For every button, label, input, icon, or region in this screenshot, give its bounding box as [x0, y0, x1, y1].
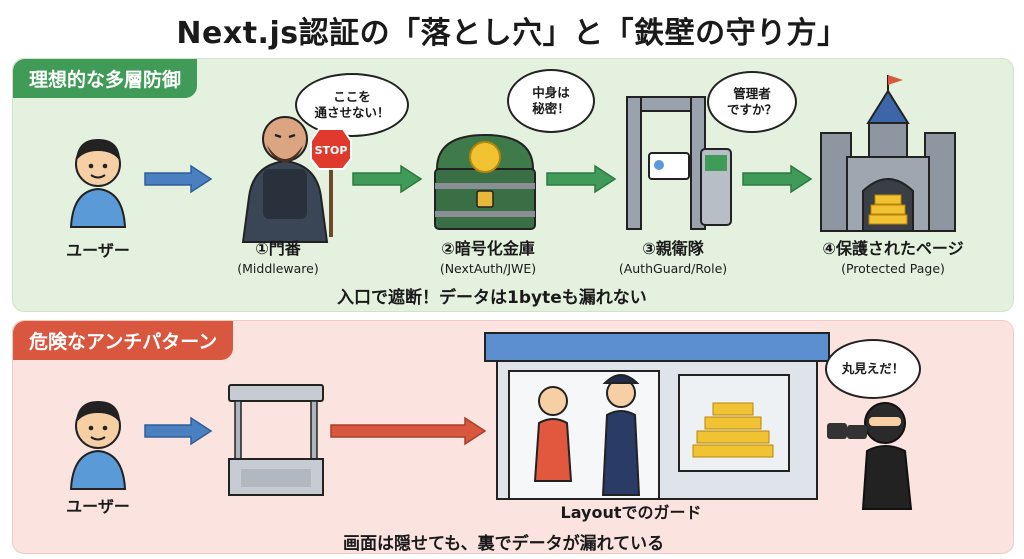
speech-bubble-guard: 管理者 ですか？	[707, 71, 797, 133]
arrow-right-icon	[144, 416, 213, 446]
ideal-defense-tag: 理想的な多層防御	[13, 59, 198, 98]
arrow-right-icon	[144, 164, 213, 194]
stage4-label: ④保護されたページ	[822, 239, 964, 258]
user-icon	[69, 401, 127, 490]
user-label: ユーザー	[66, 241, 130, 260]
user-label: ユーザー	[66, 497, 130, 516]
speech-bubble-gatekeeper: ここを 通させない！	[295, 73, 409, 137]
arrow-right-icon	[330, 416, 487, 446]
page-title: Next.js認証の「落とし穴」と「鉄壁の守り方」	[176, 16, 848, 51]
stop-sign-text: STOP	[315, 144, 348, 157]
gatekeeper-bubble-text: ここを 通させない！	[314, 89, 390, 120]
arrow-right-icon	[352, 164, 423, 194]
layout-guard-label: Layoutでのガード	[560, 503, 702, 522]
stage1-sub: (Middleware)	[237, 261, 319, 276]
leaky-building-icon	[484, 332, 830, 500]
stage3-sub: (AuthGuard/Role)	[618, 261, 728, 276]
anti-pattern-tag: 危険なアンチパターン	[13, 321, 234, 360]
anti-pattern-caption: 画面は隠せても、裏でデータが漏れている	[343, 534, 665, 554]
arrow-right-icon	[546, 164, 617, 194]
treasure-chest-icon	[434, 133, 536, 230]
guard-bubble-text: 管理者 ですか？	[726, 86, 777, 117]
castle-icon	[820, 75, 956, 232]
vault-bubble-text: 中身は 秘密！	[532, 85, 570, 116]
ideal-caption: 入口で遮断！データは1byteも漏れない	[337, 288, 647, 308]
stage2-label: ②暗号化金庫	[441, 239, 535, 258]
security-gate-icon	[626, 96, 732, 230]
stage1-label: ①門番	[255, 239, 301, 258]
ideal-defense-panel: 理想的な多層防御 ユーザー ここを 通させない！ STOP ①門番 (Middl…	[12, 58, 1014, 312]
thief-bubble-text: 丸見えだ！	[841, 361, 905, 377]
stage2-sub: (NextAuth/JWE)	[439, 261, 537, 276]
user-icon	[69, 139, 127, 228]
empty-booth-icon	[228, 384, 324, 496]
gatekeeper-icon: STOP	[241, 116, 352, 243]
anti-pattern-panel: 危険なアンチパターン ユーザー	[12, 320, 1014, 554]
stage3-label: ③親衛隊	[642, 239, 704, 258]
arrow-right-icon	[742, 164, 813, 194]
thief-icon	[827, 402, 913, 510]
speech-bubble-thief: 丸見えだ！	[825, 339, 921, 399]
speech-bubble-vault: 中身は 秘密！	[507, 69, 595, 133]
stage4-sub: (Protected Page)	[841, 261, 945, 276]
